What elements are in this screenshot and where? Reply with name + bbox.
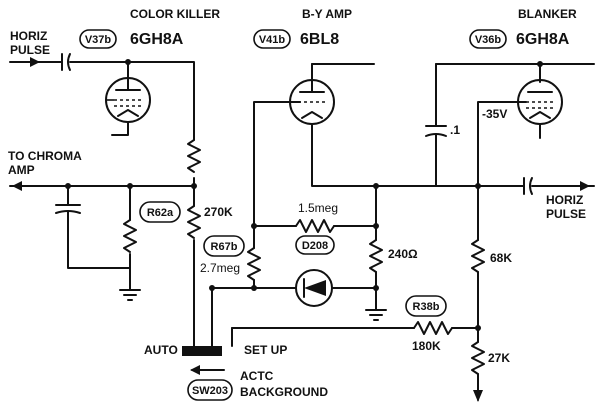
r62a-value: 270K — [204, 205, 233, 219]
ground-symbol-left — [119, 289, 141, 301]
by-amp-title: B-Y AMP — [302, 7, 352, 21]
r38b-value: 180K — [412, 339, 441, 353]
v36b-ref-badge: V36b — [469, 29, 507, 49]
to-chroma-label-line1: TO CHROMA — [8, 149, 82, 163]
to-chroma-label-line2: AMP — [8, 163, 35, 177]
r-68k-resistor — [471, 239, 485, 273]
chroma-shunt-resistor — [123, 219, 137, 253]
supply-value: -35V — [482, 107, 507, 121]
switch-caption-line2: BACKGROUND — [240, 385, 328, 399]
horiz-pulse-out-arrow — [580, 181, 590, 191]
horiz-pulse-in-label-line2: PULSE — [10, 43, 50, 57]
d208-diode — [295, 269, 333, 307]
v41b-tube — [289, 63, 335, 125]
v41b-ref-badge: V41b — [253, 29, 291, 49]
color-killer-stage — [9, 53, 201, 347]
d208-ref: D208 — [302, 240, 328, 252]
by-amp-tube: 6BL8 — [300, 31, 339, 48]
r-27k-resistor — [471, 341, 485, 375]
v37b-ref-badge: V37b — [79, 29, 117, 49]
r-1-5meg-resistor — [295, 219, 335, 233]
r62a-resistor — [187, 205, 201, 239]
v36b-ref: V36b — [475, 34, 502, 46]
sw203-switch[interactable] — [182, 285, 415, 375]
r38b-resistor — [413, 321, 453, 335]
r-27k-value: 27K — [488, 351, 510, 365]
r67b-value: 2.7meg — [200, 261, 240, 275]
r62a-ref: R62a — [147, 207, 174, 219]
r-68k-value: 68K — [490, 251, 512, 265]
coupling-cap-curved-plate — [67, 53, 71, 71]
switch-auto-label: AUTO — [144, 343, 178, 357]
r38b-ref: R38b — [413, 301, 440, 313]
output-cap-curved-plate — [529, 177, 533, 195]
r62a-resistor-upper — [187, 139, 201, 173]
blanker-title: BLANKER — [518, 7, 577, 21]
r67b-ref: R67b — [211, 241, 238, 253]
sw203-ref-badge: SW203 — [187, 379, 233, 401]
ground-symbol-middle — [365, 309, 387, 321]
switch-setup-label: SET UP — [244, 343, 287, 357]
r-1-5meg-value: 1.5meg — [298, 201, 338, 215]
sw203-ref: SW203 — [192, 385, 228, 397]
color-killer-tube: 6GH8A — [130, 31, 184, 48]
r67b-resistor — [247, 247, 261, 281]
horiz-pulse-out-label-line2: PULSE — [546, 207, 586, 221]
v37b-ref: V37b — [85, 34, 112, 46]
r-240-value: 240Ω — [388, 247, 418, 261]
v41b-ref: V41b — [259, 34, 286, 46]
r38b-ref-badge: R38b — [405, 295, 447, 317]
d208-ref-badge: D208 — [295, 235, 335, 255]
horiz-pulse-in-label-line1: HORIZ — [10, 29, 47, 43]
color-killer-title: COLOR KILLER — [130, 7, 220, 21]
to-chroma-arrow — [12, 181, 22, 191]
switch-caption-line1: ACTC — [240, 369, 274, 383]
v37b-tube — [105, 77, 151, 136]
blanker-tube: 6GH8A — [516, 31, 570, 48]
bottom-arrow — [473, 390, 483, 402]
by-amp-stage — [211, 63, 481, 321]
cap-1-value: .1 — [450, 123, 460, 137]
r62a-ref-badge: R62a — [139, 201, 181, 223]
r67b-ref-badge: R67b — [203, 235, 245, 257]
horiz-pulse-in-arrow — [30, 57, 40, 67]
blanker-stage — [413, 61, 595, 402]
horiz-pulse-out-label-line1: HORIZ — [546, 193, 583, 207]
r-240-resistor — [369, 239, 383, 273]
